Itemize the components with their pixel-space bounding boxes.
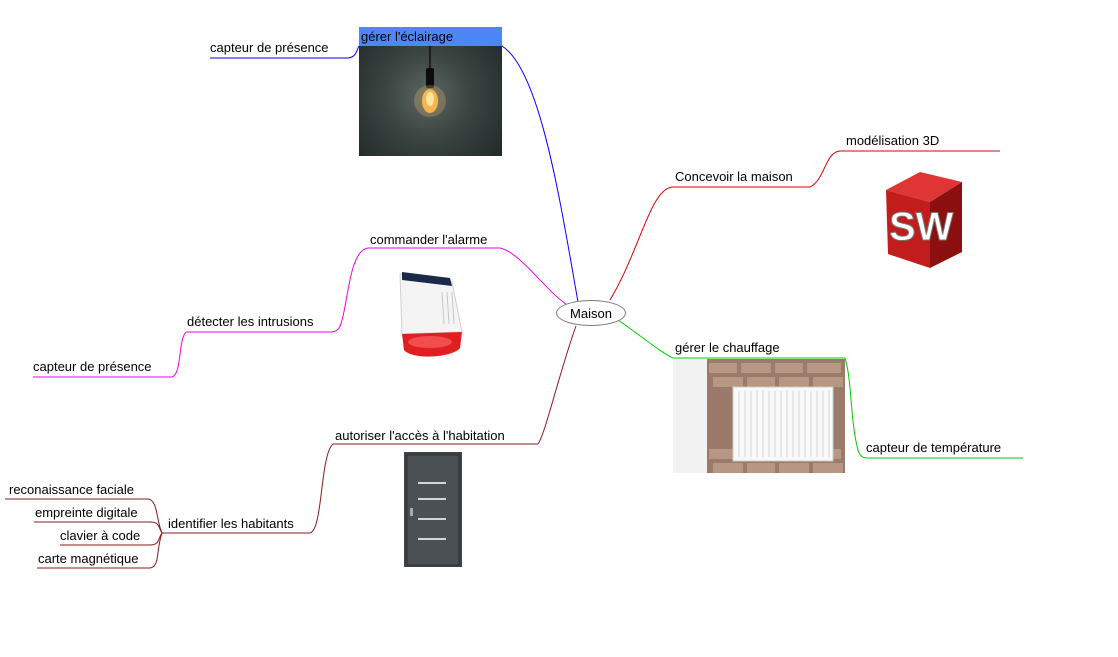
link-center-access bbox=[537, 325, 577, 445]
branch-alarm-title[interactable]: commander l'alarme bbox=[370, 232, 488, 247]
solidworks-logo-text: SW bbox=[889, 205, 954, 249]
link-heating-temperature bbox=[844, 357, 1023, 459]
light-bulb-image bbox=[359, 46, 502, 156]
node-detect-intrusions[interactable]: détecter les intrusions bbox=[187, 314, 314, 329]
center-node-maison[interactable]: Maison bbox=[556, 300, 626, 326]
branch-design-title[interactable]: Concevoir la maison bbox=[675, 169, 793, 184]
heating-connectors bbox=[617, 319, 1023, 459]
node-modelisation-3d[interactable]: modélisation 3D bbox=[846, 133, 940, 148]
access-connectors bbox=[5, 325, 577, 569]
alarm-connectors bbox=[33, 247, 567, 378]
link-alarm-intrusions bbox=[186, 247, 369, 333]
solidworks-logo-icon: SW bbox=[886, 172, 962, 268]
branch-heating-title[interactable]: gérer le chauffage bbox=[675, 340, 780, 355]
alarm-siren-icon bbox=[399, 272, 463, 357]
radiator-icon bbox=[673, 359, 845, 473]
node-temperature-sensor[interactable]: capteur de température bbox=[866, 440, 1002, 455]
node-alarm-presence[interactable]: capteur de présence bbox=[33, 359, 152, 374]
link-intrusions-presence bbox=[33, 331, 187, 378]
node-identify-residents[interactable]: identifier les habitants bbox=[168, 516, 294, 531]
branch-access-title[interactable]: autoriser l'accès à l'habitation bbox=[335, 428, 505, 443]
link-center-design bbox=[609, 186, 673, 301]
link-identify-card bbox=[37, 532, 163, 569]
link-design-modelisation bbox=[809, 150, 1000, 188]
link-center-lighting bbox=[501, 45, 579, 303]
center-node-label: Maison bbox=[570, 305, 612, 321]
link-access-identify bbox=[162, 443, 334, 534]
branch-lighting-title[interactable]: gérer l'éclairage bbox=[359, 27, 502, 46]
design-connectors bbox=[609, 150, 1000, 301]
alarm-siren-image bbox=[372, 262, 470, 360]
front-door-image bbox=[404, 452, 462, 567]
node-code-keypad[interactable]: clavier à code bbox=[60, 528, 141, 543]
link-center-alarm bbox=[499, 247, 567, 305]
front-door-icon bbox=[404, 452, 462, 567]
light-bulb-icon bbox=[414, 46, 446, 117]
node-facial-recognition[interactable]: reconaissance faciale bbox=[9, 482, 135, 497]
link-center-heating bbox=[617, 319, 674, 359]
radiator-image bbox=[673, 359, 845, 473]
node-lighting-presence[interactable]: capteur de présence bbox=[210, 40, 329, 55]
link-identify-facial bbox=[5, 498, 163, 534]
node-magnetic-card[interactable]: carte magnétique bbox=[38, 551, 139, 566]
link-identify-fingerprint bbox=[34, 521, 163, 534]
solidworks-logo-image: SW bbox=[882, 168, 967, 270]
node-fingerprint[interactable]: empreinte digitale bbox=[35, 505, 138, 520]
link-lighting-presence bbox=[210, 45, 360, 59]
